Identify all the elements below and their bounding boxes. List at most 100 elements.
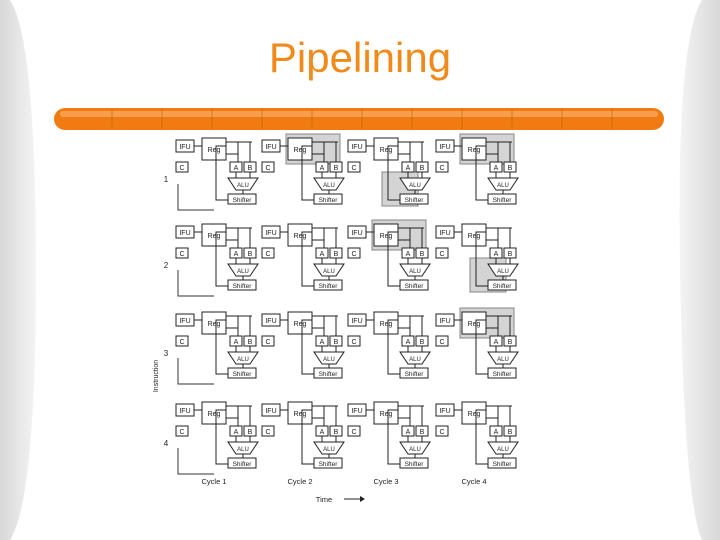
a-register-label: A <box>320 165 325 172</box>
alu-shape <box>313 441 345 455</box>
c-register-label: C <box>439 339 444 346</box>
cycle-label: Cycle 1 <box>201 477 226 486</box>
b-register-label: B <box>334 339 339 346</box>
writeback-wire <box>387 145 400 201</box>
c-register-label: C <box>351 251 356 258</box>
shifter-box <box>487 193 517 205</box>
a-register-label: A <box>494 165 499 172</box>
c-register <box>347 247 361 259</box>
b-register-label: B <box>508 251 513 258</box>
shifter-box <box>487 457 517 469</box>
c-register <box>261 335 275 347</box>
shifter-box <box>313 367 343 379</box>
reg-label: Reg <box>380 411 393 418</box>
alu-shape <box>487 263 519 277</box>
register-file-box <box>287 137 313 161</box>
c-register-label: C <box>439 251 444 258</box>
alu-label: ALU <box>409 447 421 453</box>
row-bus-line <box>177 270 214 297</box>
shifter-box <box>399 279 429 291</box>
shifter-box <box>399 193 429 205</box>
alu-shape <box>313 351 345 365</box>
ifu-label: IFU <box>265 408 276 415</box>
alu-shape <box>227 177 259 191</box>
ifu-label: IFU <box>439 230 450 237</box>
a-register-label: A <box>406 429 411 436</box>
c-register-label: C <box>265 429 270 436</box>
alu-label: ALU <box>237 183 249 189</box>
time-arrowhead <box>360 496 365 502</box>
writeback-wire <box>387 231 400 287</box>
shifter-box <box>313 457 343 469</box>
register-file-box <box>373 223 399 247</box>
a-register-label: A <box>406 339 411 346</box>
b-register-label: B <box>334 429 339 436</box>
ifu-label: IFU <box>439 408 450 415</box>
shifter-label: Shifter <box>493 461 513 468</box>
c-register-label: C <box>179 429 184 436</box>
writeback-wire <box>301 231 314 287</box>
reg-label: Reg <box>294 411 307 418</box>
b-register-label: B <box>248 251 253 258</box>
register-file-box <box>461 223 487 247</box>
shifter-label: Shifter <box>405 197 425 204</box>
c-register <box>347 335 361 347</box>
c-register-label: C <box>265 165 270 172</box>
a-register-label: A <box>234 339 239 346</box>
c-register <box>261 247 275 259</box>
a-register-label: A <box>494 429 499 436</box>
reg-label: Reg <box>208 147 221 154</box>
c-register <box>175 335 189 347</box>
alu-shape <box>487 351 519 365</box>
shifter-box <box>227 193 257 205</box>
alu-label: ALU <box>237 269 249 275</box>
shifter-label: Shifter <box>319 283 339 290</box>
alu-label: ALU <box>323 447 335 453</box>
writeback-wire <box>475 231 488 287</box>
writeback-wire <box>215 409 228 465</box>
reg-label: Reg <box>380 233 393 240</box>
c-register <box>175 425 189 437</box>
c-register-label: C <box>179 339 184 346</box>
alu-label: ALU <box>409 357 421 363</box>
right-decoration <box>679 0 720 540</box>
writeback-wire <box>215 231 228 287</box>
ifu-label: IFU <box>179 408 190 415</box>
a-register-label: A <box>406 251 411 258</box>
ifu-label: IFU <box>439 144 450 151</box>
writeback-wire <box>475 409 488 465</box>
instruction-axis-label: Instruction <box>153 360 160 392</box>
b-register-label: B <box>508 165 513 172</box>
ifu-label: IFU <box>351 230 362 237</box>
shifter-label: Shifter <box>319 461 339 468</box>
shifter-label: Shifter <box>493 371 513 378</box>
a-register-label: A <box>234 251 239 258</box>
reg-label: Reg <box>468 321 481 328</box>
c-register <box>435 247 449 259</box>
b-register-label: B <box>420 339 425 346</box>
b-register-label: B <box>508 339 513 346</box>
alu-shape <box>487 441 519 455</box>
register-file-box <box>373 311 399 335</box>
b-register-label: B <box>248 429 253 436</box>
cycle-label: Cycle 2 <box>287 477 312 486</box>
row-label: 4 <box>164 439 169 448</box>
register-file-box <box>287 223 313 247</box>
writeback-wire <box>301 319 314 375</box>
register-file-box <box>287 401 313 425</box>
b-register-label: B <box>420 165 425 172</box>
c-register-label: C <box>265 251 270 258</box>
writeback-wire <box>475 319 488 375</box>
shifter-label: Shifter <box>233 461 253 468</box>
writeback-wire <box>215 145 228 201</box>
register-file-box <box>201 137 227 161</box>
